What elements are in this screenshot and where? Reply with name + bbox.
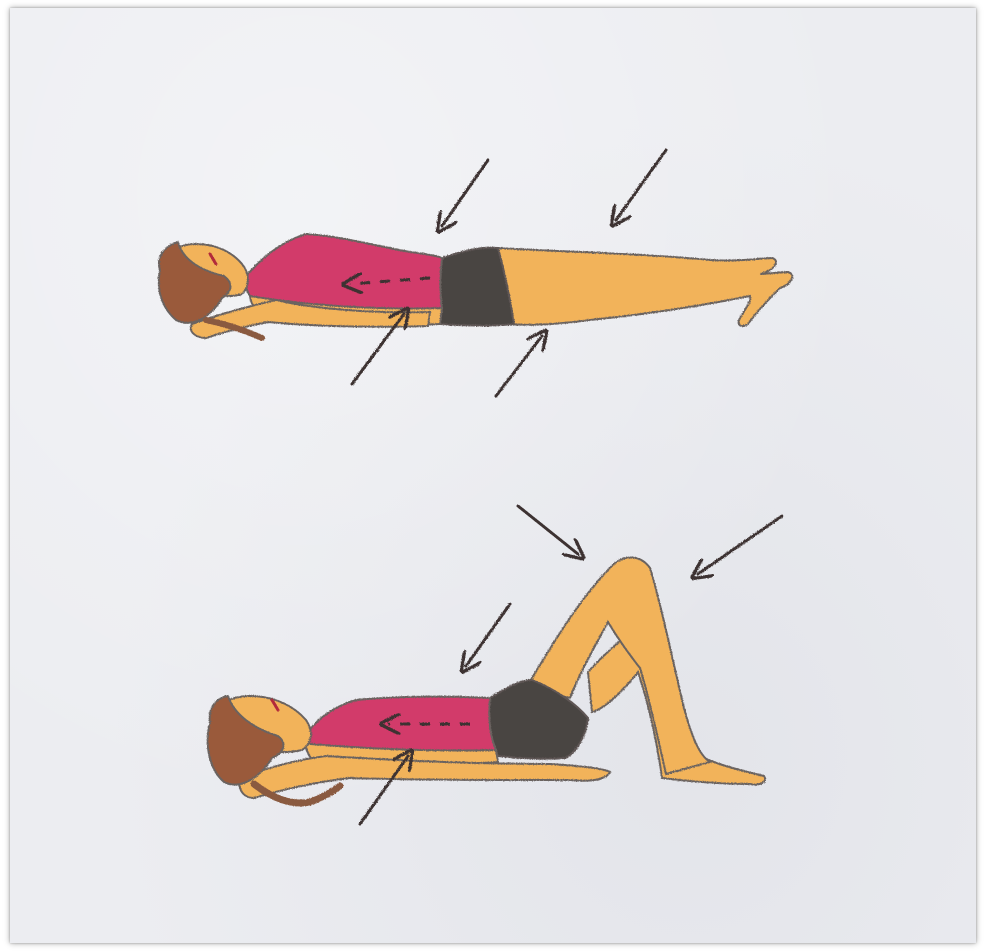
arrow-icon xyxy=(518,506,578,554)
figure-lying-flat xyxy=(159,234,792,338)
legs xyxy=(498,248,792,326)
arrow-icon xyxy=(616,150,666,220)
arrow-icon xyxy=(442,160,488,226)
figure-knees-bent xyxy=(208,558,765,804)
arm xyxy=(240,756,610,798)
paper-sheet xyxy=(10,8,976,943)
arrow-icon xyxy=(496,336,542,396)
arrow-icon xyxy=(698,516,782,574)
exercise-illustration xyxy=(10,8,976,943)
arrow-icon xyxy=(466,604,510,666)
shirt xyxy=(245,234,442,309)
